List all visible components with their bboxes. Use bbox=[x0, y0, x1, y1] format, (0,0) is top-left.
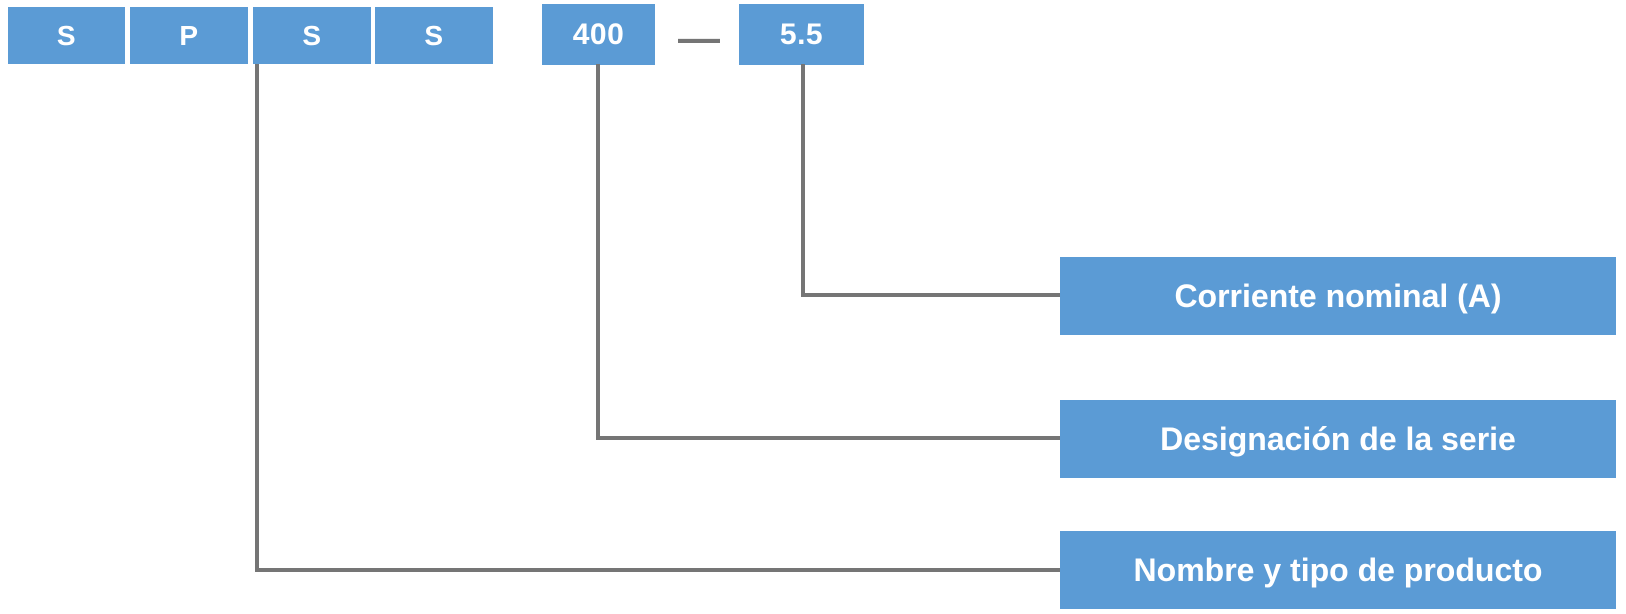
connector-vertical-series bbox=[596, 64, 600, 440]
connector-vertical-current bbox=[801, 64, 805, 297]
callout-nominal-current: Corriente nominal (A) bbox=[1060, 257, 1616, 335]
connector-horizontal-series bbox=[596, 436, 1060, 440]
code-segment-s1: S bbox=[8, 7, 125, 64]
connector-horizontal-product-name bbox=[255, 568, 1060, 572]
code-segment-s3: S bbox=[375, 7, 493, 64]
callout-product-name-type: Nombre y tipo de producto bbox=[1060, 531, 1616, 609]
connector-vertical-product-name bbox=[255, 64, 259, 572]
connector-horizontal-current bbox=[801, 293, 1060, 297]
code-segment-series-number: 400 bbox=[542, 4, 655, 65]
code-separator-dash: — bbox=[678, 13, 720, 61]
code-segment-current-rating: 5.5 bbox=[739, 4, 864, 65]
callout-series-designation: Designación de la serie bbox=[1060, 400, 1616, 478]
code-segment-p: P bbox=[130, 7, 248, 64]
code-segment-s2: S bbox=[253, 7, 371, 64]
